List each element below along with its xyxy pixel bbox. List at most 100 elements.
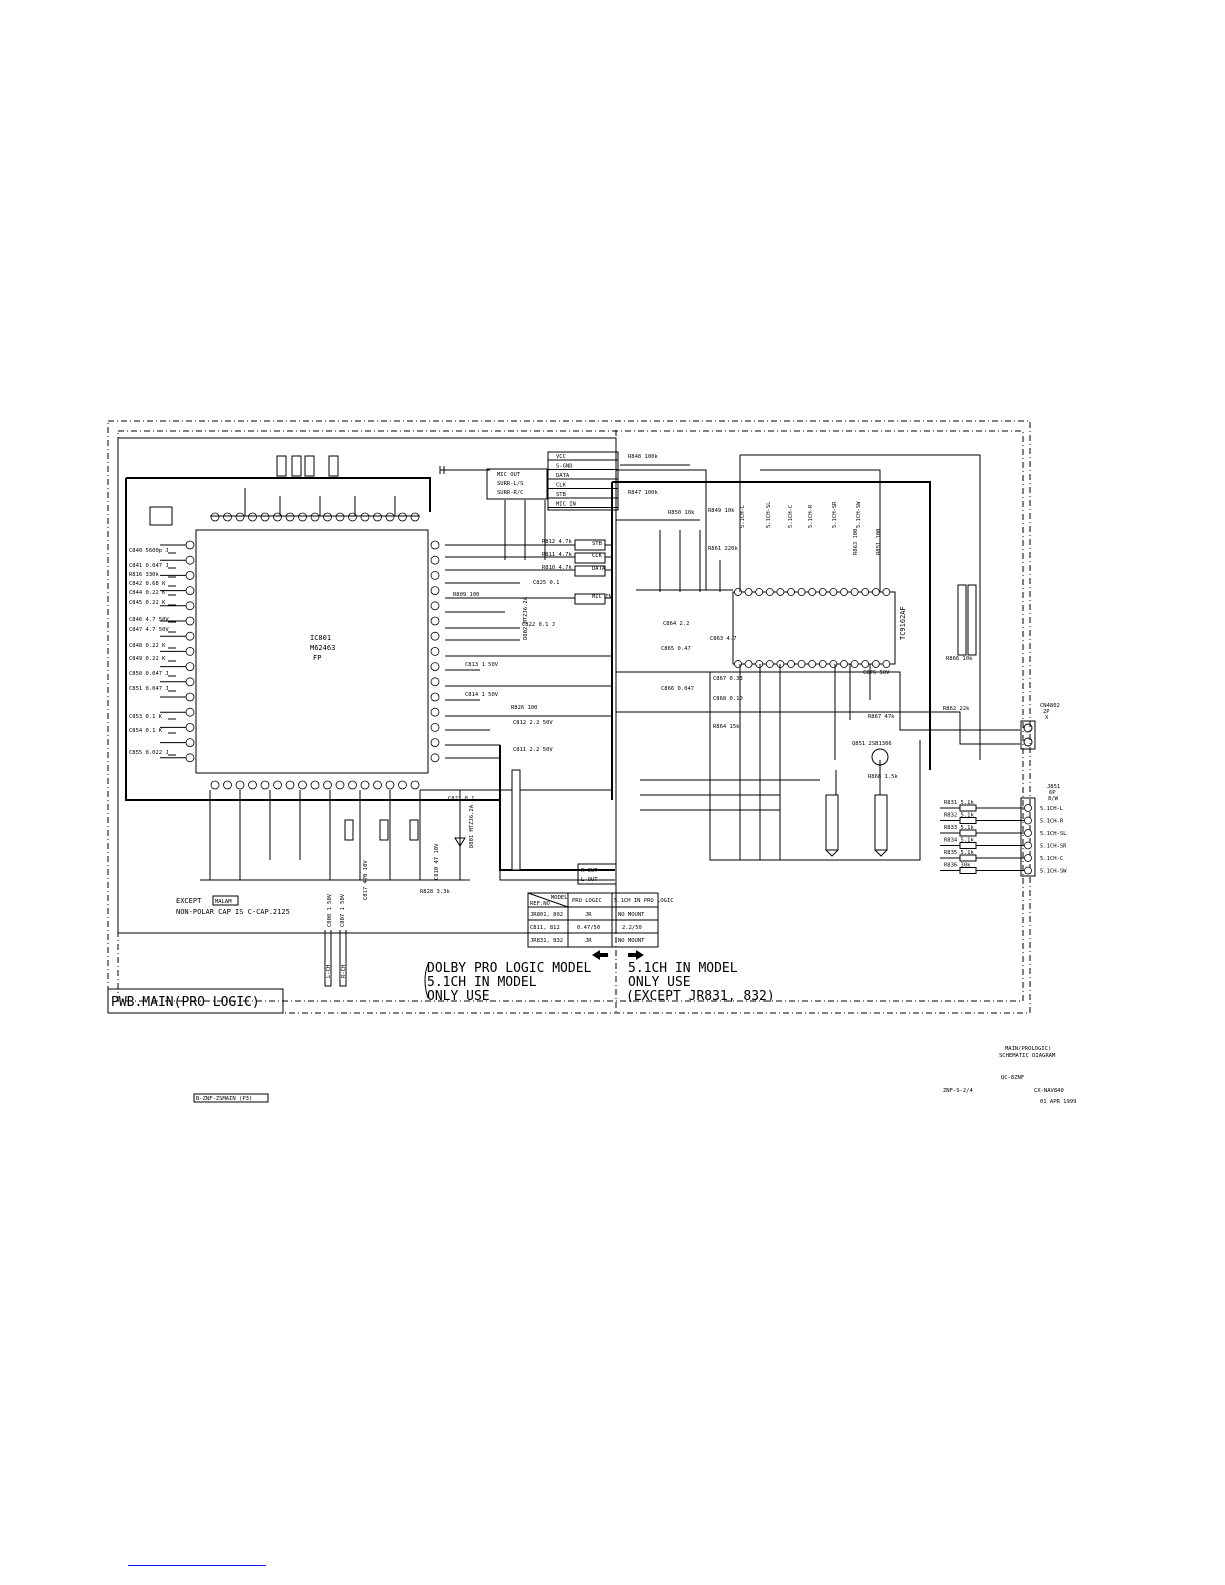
except-note-box: MALAM xyxy=(215,899,232,905)
bus-label: MIC IN xyxy=(556,502,576,508)
output-label: 5.1CH-L xyxy=(1040,806,1064,812)
part-label: R810 4.7k xyxy=(542,565,572,571)
ic801-type: FP xyxy=(313,654,321,662)
part-label: C853 0.1 K xyxy=(129,714,163,720)
nonpolar-note: NON-POLAR CAP IS C-CAP.2125 xyxy=(176,908,290,916)
ch-leads: L-CH R-CH xyxy=(324,930,347,987)
part-label: C849 0.22 K xyxy=(129,656,166,662)
cn4802-connector: CN4802 2P X xyxy=(1020,703,1060,750)
bottom-pin-wiring xyxy=(200,769,521,881)
ic851-label: TC9162AF xyxy=(899,606,907,640)
part-label: R861 220k xyxy=(708,546,738,552)
right-caption-1: 5.1CH IN MODEL xyxy=(628,961,738,976)
part-label: C850 0.047 J xyxy=(129,671,169,677)
title-model: CX-NAV840 xyxy=(1034,1088,1064,1094)
j851-pins: 6P xyxy=(1049,790,1056,796)
table-cell: C811, 812 xyxy=(530,925,560,931)
part-label: Q851 2SB1306 xyxy=(852,741,892,747)
r-ch-label: R-CH xyxy=(341,965,347,978)
right-wiring xyxy=(612,454,1020,861)
bus-label: DATA xyxy=(556,473,570,479)
part-label: C845 0.22 K xyxy=(129,600,166,606)
ic801-body xyxy=(195,529,429,774)
part-label: R850 10k xyxy=(668,510,695,516)
resistor-label: R834 5.1k xyxy=(944,838,974,844)
channel-label: 5.1CH-L xyxy=(740,504,746,528)
left-arrow-icon xyxy=(592,950,608,960)
part-label: R826 100 xyxy=(511,705,538,711)
bus-label: S-GND xyxy=(556,464,573,470)
title-code: QC-8ZNF xyxy=(1001,1075,1024,1081)
part-label: C842 0.68 K xyxy=(129,581,166,587)
l-ch-label: L-CH xyxy=(326,965,332,978)
part-label: C813 1 50V xyxy=(465,662,499,668)
part-label: D802 MTZJ6.2A xyxy=(523,596,529,640)
part-label: C855 0.022 J xyxy=(129,750,169,756)
page-ref: B-ZNF-ZSMAIN (P3) xyxy=(196,1096,252,1102)
part-label: C814 1 50V xyxy=(465,692,499,698)
title-line2: SCHEMATIC DIAGRAM xyxy=(999,1053,1056,1059)
channel-label: 5.1CH-SL xyxy=(766,501,772,528)
part-label: C825 0.1 xyxy=(533,580,560,586)
table-header-prologic: PRO LOGIC xyxy=(572,898,602,904)
bus-label: CLK xyxy=(592,553,603,559)
part-label: C840 5600p J xyxy=(129,548,169,554)
table-header-51ch: 5.1CH IN PRO LOGIC xyxy=(614,898,674,904)
part-label: C847 4.7 50V xyxy=(129,627,169,633)
cn4802-note: X xyxy=(1045,715,1049,721)
output-label: 5.1CH-C xyxy=(1040,856,1063,862)
j851-note: 8/W xyxy=(1048,796,1059,802)
part-label: R868 1.5k xyxy=(868,774,898,780)
cn4802-pins: 2P xyxy=(1043,709,1050,715)
table-cell: JR801, 802 xyxy=(530,912,563,918)
part-label: C811 2.2 50V xyxy=(513,747,553,753)
table-cell: JR xyxy=(585,912,592,918)
channel-label: 5.1CH-SR xyxy=(832,501,838,528)
bus-label: SURR-R/C xyxy=(497,490,524,496)
r-out-label: R-OUT xyxy=(581,868,598,874)
left-caption-3: ONLY USE xyxy=(427,989,490,1004)
part-label: R866 10k xyxy=(946,656,973,662)
right-arrow-icon xyxy=(628,950,644,960)
part-label: R851 100 xyxy=(876,529,882,556)
part-label: C848 0.22 K xyxy=(129,643,166,649)
part-label: C864 2.2 xyxy=(663,621,690,627)
part-label: R848 100k xyxy=(628,454,658,460)
part-label: R816 330k xyxy=(129,572,159,578)
title-date: 01 APR 1999 xyxy=(1040,1099,1076,1105)
part-label: C846 4.7 50V xyxy=(129,617,169,623)
resistor-label: R835 5.1k xyxy=(944,850,974,856)
table-cell: NO MOUNT xyxy=(618,912,645,918)
left-caption-1: DOLBY PRO LOGIC MODEL xyxy=(427,961,592,976)
bus-label: SURR-L/S xyxy=(497,481,524,487)
bus-label: VCC xyxy=(556,454,566,460)
part-label: C866 0.047 xyxy=(661,686,694,692)
resistor-label: R836 30k xyxy=(944,863,971,869)
resistor-label: R832 5.1k xyxy=(944,813,974,819)
part-label: C854 0.1 K xyxy=(129,728,163,734)
part-label: R828 3.3k xyxy=(420,889,450,895)
part-label: D801 MTZJ6.2A xyxy=(469,804,475,848)
ic851-body xyxy=(732,591,896,665)
bus-label: DATA xyxy=(592,566,606,572)
part-label: C851 0.047 J xyxy=(129,686,169,692)
table-header-model: MODEL xyxy=(551,895,568,901)
part-label: R811 4.7k xyxy=(542,552,572,558)
part-label: C812 2.2 50V xyxy=(513,720,553,726)
part-label: C868 0.10 xyxy=(713,696,743,702)
top-pin-wiring xyxy=(125,477,500,801)
cn4802-ref: CN4802 xyxy=(1040,703,1060,709)
bus-label: STB xyxy=(592,541,603,547)
resistor-label: R833 5.1k xyxy=(944,825,974,831)
part-label: R847 100k xyxy=(628,490,658,496)
part-label: C863 4.7 xyxy=(710,636,737,642)
part-label: R864 15k xyxy=(713,724,740,730)
ic801-pins xyxy=(160,512,440,790)
part-label: R863 100 xyxy=(853,529,859,556)
channel-label: 5.1CH-SW xyxy=(856,501,862,528)
